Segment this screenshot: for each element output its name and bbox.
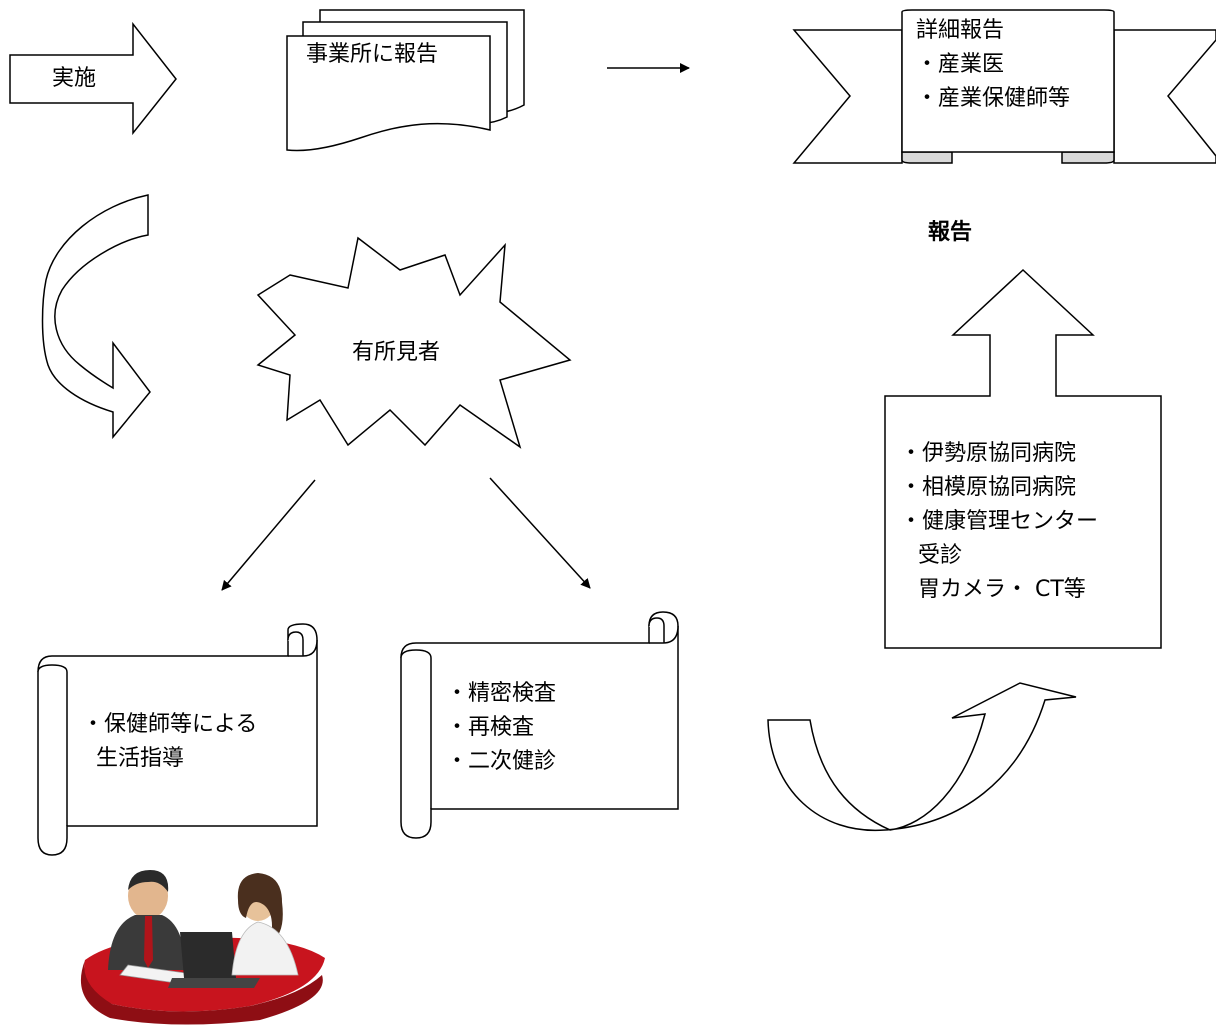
detailed-report-text: 詳細報告 ・産業医 ・産業保健師等 — [916, 14, 1070, 116]
hospital-line: ・相模原協同病院 — [900, 475, 1077, 500]
hospital-line: ・伊勢原協同病院 — [900, 441, 1077, 466]
detailed-report-line: ・産業保健師等 — [916, 86, 1071, 111]
hospitals-up-arrow — [884, 268, 1162, 649]
consultation-people-icon — [80, 870, 325, 1025]
exam-line: ・二次健診 — [446, 749, 557, 774]
to-lifestyle-arrow — [221, 479, 316, 591]
lifestyle-line: 生活指導 — [96, 746, 185, 771]
hospitals-text: ・伊勢原協同病院 ・相模原協同病院 ・健康管理センター 受診 胃カメラ・ CT等 — [900, 437, 1098, 607]
hospital-line: ・健康管理センター — [900, 509, 1099, 534]
exam-line: ・再検査 — [446, 715, 535, 740]
report-documents-shape — [286, 9, 525, 152]
curved-down-arrow — [41, 194, 151, 440]
exam-scroll-shape — [400, 611, 679, 839]
detailed-report-line: 詳細報告 — [916, 18, 1005, 43]
report-label: 報告 — [928, 220, 973, 245]
abnormal-findings-burst — [256, 236, 572, 449]
abnormal-findings-label: 有所見者 — [352, 340, 441, 365]
curved-up-arrow — [767, 682, 1077, 832]
exam-line: ・精密検査 — [446, 681, 557, 706]
detailed-report-ribbon — [792, 9, 1216, 164]
implement-label: 実施 — [52, 66, 97, 91]
implement-arrow-shape — [9, 21, 177, 136]
report-to-office-label: 事業所に報告 — [306, 42, 439, 67]
lifestyle-scroll-shape — [37, 623, 318, 856]
hospital-line: 受診 — [918, 543, 963, 568]
hospital-line: 胃カメラ・ CT等 — [918, 577, 1086, 602]
to-exam-arrow — [489, 477, 591, 589]
detailed-exam-text: ・精密検査 ・再検査 ・二次健診 — [446, 677, 556, 779]
lifestyle-guidance-text: ・保健師等による 生活指導 — [82, 708, 257, 776]
detailed-report-line: ・産業医 — [916, 52, 1005, 77]
lifestyle-line: ・保健師等による — [82, 712, 258, 737]
